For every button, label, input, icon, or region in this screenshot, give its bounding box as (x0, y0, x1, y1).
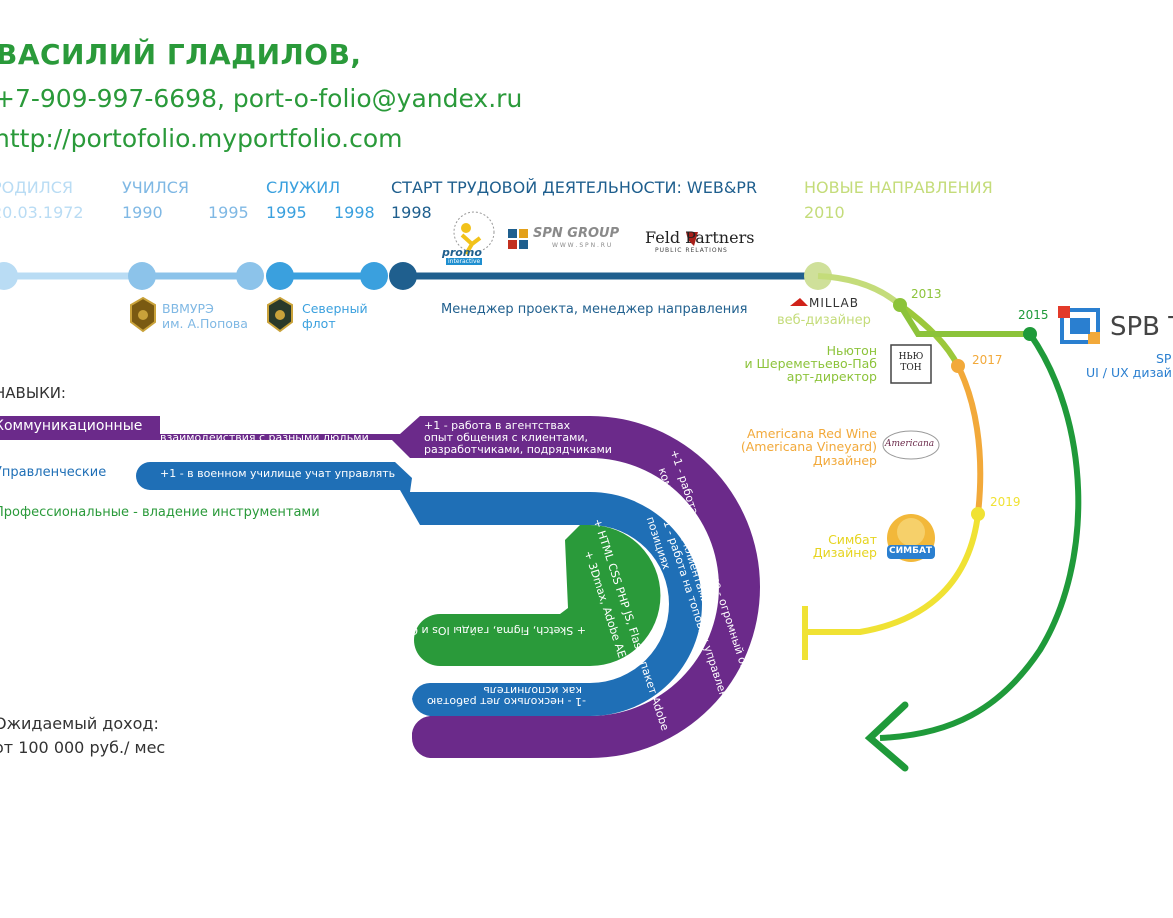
skill-communication: Коммуникационные (0, 418, 143, 434)
study-label: УЧИЛСЯ (122, 178, 190, 197)
spb-logo-text: SPB T (1110, 312, 1173, 342)
comm-step1-line2: взаимодействия с разными людьми (160, 431, 369, 444)
year-2013: 2013 (911, 287, 942, 301)
person-name: ВАСИЛИЙ ГЛАДИЛОВ, (0, 38, 362, 71)
americana-line2: (Americana Vineyard) (740, 439, 877, 454)
study-from: 1990 (122, 203, 163, 222)
income-label: Ожидаемый доход: (0, 714, 159, 733)
mgmt-step4-line2: как исполнитель (483, 684, 582, 697)
feld-logo-sub: PUBLIC RELATIONS (655, 247, 728, 254)
node-2019 (971, 507, 985, 521)
spb-role-line2: UI / UX дизай (1086, 365, 1172, 380)
branch-to-2019 (955, 364, 984, 515)
career-label: СТАРТ ТРУДОВОЙ ДЕЯТЕЛЬНОСТИ: WEB&PR (391, 178, 758, 197)
portfolio-link[interactable]: http://portofolio.myportfolio.com (0, 124, 403, 153)
millab-logo-mark (790, 298, 808, 306)
skill-band-professional (414, 525, 661, 666)
spb-logo-icon (1058, 306, 1100, 344)
service-from: 1995 (266, 203, 307, 222)
timeline-node-service-start (266, 262, 294, 290)
future-arrow-head (864, 701, 909, 772)
career-year: 1998 (391, 203, 432, 222)
timeline-node-service-end (360, 262, 388, 290)
comm-step2-line2: опыт общения с клиентами, (424, 431, 589, 444)
year-2015: 2015 (1018, 308, 1049, 322)
new-directions-label: НОВЫЕ НАПРАВЛЕНИЯ (804, 178, 993, 197)
fleet-name-line2: флот (302, 316, 336, 331)
service-to: 1998 (334, 203, 375, 222)
feld-logo-mark (686, 232, 698, 246)
skill-band-management (136, 462, 702, 716)
school-name-line1: ВВМУРЭ (162, 301, 214, 316)
year-2019: 2019 (990, 495, 1021, 509)
spn-logo-text: SPN GROUP (533, 226, 620, 241)
simbat-logo-text: СИМБАТ (889, 546, 933, 556)
spn-logo-icon (508, 229, 528, 249)
school-name-line2: им. А.Попова (162, 316, 248, 331)
service-label: СЛУЖИЛ (266, 178, 341, 197)
promo-logo-figure (453, 211, 495, 256)
americana-logo-text: Americana (885, 439, 935, 449)
branch-end-yellow (805, 513, 981, 635)
simbat-logo (887, 514, 935, 562)
newton-logo-frame (890, 344, 932, 384)
feld-logo-text: Feld Partners (645, 228, 755, 247)
timeline-node-study-end (236, 262, 264, 290)
school-emblem (130, 296, 156, 333)
timeline-node-career (389, 262, 417, 290)
timeline-node-birth (0, 262, 18, 290)
comm-step2-line3: разработчиками, подрядчиками (424, 443, 612, 456)
skill-band-communication (0, 416, 760, 758)
spb-role-line1: SP (1156, 351, 1172, 366)
mgmt-step2-line1: +1 - работа на средних (424, 467, 561, 480)
newton-line3: арт-директор (786, 369, 877, 384)
contact-line[interactable]: +7-909-997-6698, port-o-folio@yandex.ru (0, 84, 523, 113)
simbat-line2: Дизайнер (812, 545, 877, 560)
comm-step1-line1: +1 - учеба и служба - большой опыт (160, 419, 373, 432)
future-arrow (879, 332, 1082, 741)
spn-logo-sub: W W W . S P N . R U (552, 242, 612, 249)
born-date: 20.03.1972 (0, 203, 84, 222)
career-role: Менеджер проекта, менеджер направления (441, 302, 748, 317)
born-label: РОДИЛСЯ (0, 178, 74, 197)
income-value: от 100 000 руб./ мес (0, 738, 166, 757)
americana-line3: Дизайнер (812, 453, 877, 468)
skills-title: НАВЫКИ: (0, 384, 66, 402)
millab-role: веб-дизайнер (777, 313, 871, 328)
prof-step1-line3: + Sketch, Figma, гайды IOs и Google (379, 624, 586, 637)
newton-line2: и Шереметьево-Паб (744, 356, 877, 371)
americana-line1: Americana Red Wine (746, 426, 877, 441)
node-2013 (893, 298, 907, 312)
fleet-emblem (267, 296, 293, 333)
mgmt-step1: +1 - в военном училище учат управлять (160, 467, 396, 480)
comm-step2-line1: +1 - работа в агентствах (424, 419, 571, 432)
fleet-name-line1: Северный (302, 301, 368, 316)
new-directions-year: 2010 (804, 203, 845, 222)
timeline-node-study-start (128, 262, 156, 290)
simbat-line1: Симбат (828, 532, 877, 547)
year-2017: 2017 (972, 353, 1003, 367)
node-2017 (951, 359, 965, 373)
americana-logo-frame (882, 430, 940, 460)
newton-line1: Ньютон (826, 343, 877, 358)
study-to: 1995 (208, 203, 249, 222)
branch-to-2015 (897, 303, 1030, 337)
skill-management: Управленческие (0, 465, 107, 480)
newton-logo-text: НЬЮ ТОН (898, 352, 924, 373)
promo-logo-sub: interactive (446, 258, 483, 265)
skill-professional: Профессиональные - владение инструментам… (0, 505, 320, 520)
mgmt-step2-line2: управленческих позициях (424, 479, 577, 492)
promo-logo-text: promo (442, 246, 482, 259)
millab-logo-text: MILLAB (809, 296, 859, 310)
